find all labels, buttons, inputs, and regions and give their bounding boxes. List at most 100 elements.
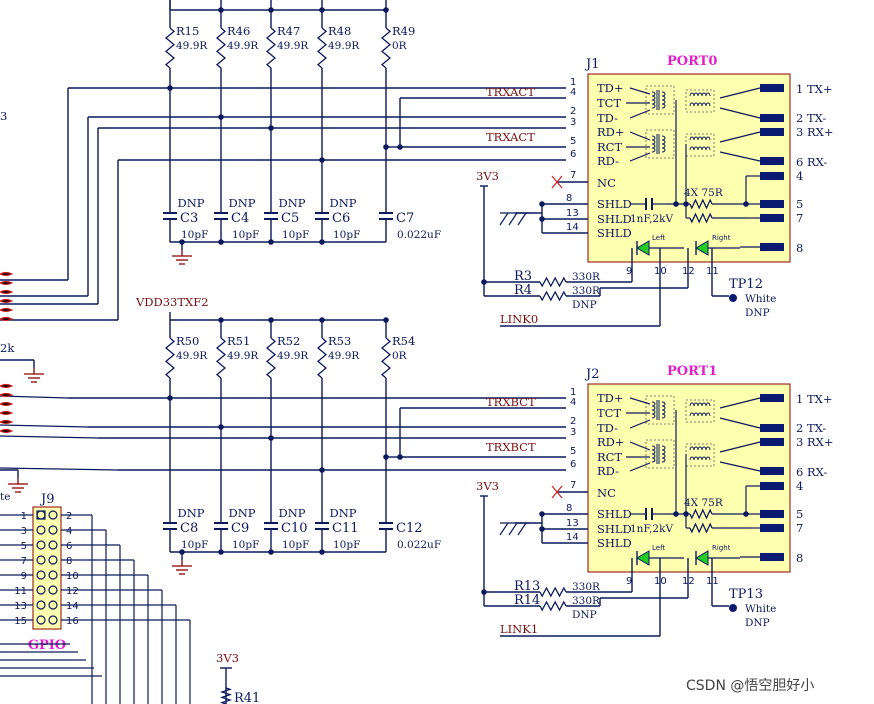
offpage-connector <box>0 289 14 295</box>
edge-label: 3 <box>0 109 7 123</box>
test-point-ref: TP13 <box>729 587 763 602</box>
internal-wire <box>629 87 651 95</box>
pin-number: 10 <box>654 576 667 587</box>
internal-wire <box>719 461 761 472</box>
capacitor-value: 10pF <box>181 539 208 551</box>
resistor-r48 <box>316 27 328 69</box>
wire <box>0 467 119 471</box>
header-pin-number: 8 <box>66 556 72 567</box>
connector-pad <box>760 394 784 402</box>
choke-winding <box>689 136 711 141</box>
pin-number: 6 <box>570 149 576 160</box>
pad-label: 3 RX+ <box>796 125 833 139</box>
port1-block: VDD33TXF2R5049.9RR5149.9RR5249.9RR5349.9… <box>0 295 833 637</box>
no-connect-mark <box>551 485 563 499</box>
capacitor-ref: C5 <box>281 211 299 226</box>
dnp-label: DNP <box>228 506 255 520</box>
port-label: PORT0 <box>667 54 717 69</box>
pin-name: RD- <box>597 154 619 168</box>
pad-label: 2 TX- <box>796 421 826 435</box>
resistor-value: 49.9R <box>176 350 208 362</box>
offpage-connector <box>0 410 14 416</box>
transformer-outline <box>645 129 675 159</box>
header-pin <box>36 525 46 535</box>
port0-block: R1549.9RR4649.9RR4749.9RR4849.9RR490R142… <box>0 0 833 327</box>
pin-name: SHLD <box>597 212 632 226</box>
pin-number: 2 <box>570 416 576 427</box>
pin-name: SHLD <box>597 507 632 521</box>
offpage-connector <box>0 419 14 425</box>
resistor-r14 <box>539 600 567 612</box>
connector-ref: J1 <box>584 57 599 72</box>
junction-dot <box>268 239 274 245</box>
wire <box>0 424 89 428</box>
header-pin-number: 14 <box>66 601 79 612</box>
resistor-ref: R46 <box>227 24 250 38</box>
resistor-ref: R47 <box>277 24 300 38</box>
test-point-color: White <box>745 293 776 305</box>
supply-label: 3V3 <box>216 651 239 665</box>
connector-pad <box>760 214 784 222</box>
connector-pad <box>760 553 784 561</box>
junction-dot <box>179 239 185 245</box>
resistor-r51 <box>215 337 227 379</box>
supply-label: VDD33TXF2 <box>135 295 209 309</box>
dnp-label: DNP <box>329 196 356 210</box>
dnp-label: DNP <box>177 506 204 520</box>
junction-dot <box>218 549 224 555</box>
capacitor-ref: C4 <box>231 211 249 226</box>
termination-resistor <box>689 508 713 520</box>
pad-label: 7 <box>796 211 803 225</box>
resistor-ref: R51 <box>227 334 250 348</box>
junction-dot <box>673 511 679 517</box>
resistor-ref: R52 <box>277 334 300 348</box>
resistor-ref: R54 <box>392 334 415 348</box>
internal-wire <box>719 441 761 453</box>
pin-name: RCT <box>597 450 622 464</box>
common-mode-choke <box>685 89 715 113</box>
resistor-r3 <box>539 276 567 288</box>
pad-label: 6 RX- <box>796 465 827 479</box>
header-label: GPIO <box>28 638 66 653</box>
internal-wire <box>629 419 651 429</box>
coil-winding <box>651 445 656 463</box>
rj45-connector-body <box>587 73 791 263</box>
led-label: Right <box>712 544 731 552</box>
offpage-connector <box>0 383 14 389</box>
connector-ref: J2 <box>584 367 599 382</box>
no-connect-mark <box>551 175 563 189</box>
pin-number: 5 <box>570 446 576 457</box>
transformer-primary <box>651 445 656 463</box>
pad-label: 7 <box>796 521 803 535</box>
pin-name: SHLD <box>597 522 632 536</box>
header-pin-number: 5 <box>21 541 27 552</box>
header-pin-number: 2 <box>66 511 72 522</box>
junction-dot <box>383 317 389 323</box>
transformer-outline <box>645 439 675 469</box>
header-pin <box>48 555 58 565</box>
transformer-primary <box>651 91 656 109</box>
internal-wire <box>629 462 651 472</box>
coil-winding <box>661 401 666 419</box>
pad-label: 2 TX- <box>796 111 826 125</box>
resistor-r41 <box>219 687 233 704</box>
led-label: Left <box>652 544 665 552</box>
resistor-ref: R50 <box>176 334 199 348</box>
offpage-connector <box>0 316 14 322</box>
junction-dot <box>319 317 325 323</box>
resistor-ref: R53 <box>328 334 351 348</box>
dnp-label: DNP <box>177 196 204 210</box>
junction-dot <box>218 239 224 245</box>
capacitor-value: 0.022uF <box>397 539 441 551</box>
net-label: LINK0 <box>500 312 538 326</box>
pin-number: 3 <box>570 117 576 128</box>
dnp-label: DNP <box>572 299 597 311</box>
connector-pad <box>760 114 784 122</box>
pin-name: RD+ <box>597 435 625 449</box>
transformer-secondary <box>661 445 666 463</box>
capacitor-value: 10pF <box>232 539 259 551</box>
connector-pad <box>760 84 784 92</box>
pin-number: 1 <box>570 77 576 88</box>
header-pin <box>36 555 46 565</box>
resistor-value: 49.9R <box>176 40 208 52</box>
